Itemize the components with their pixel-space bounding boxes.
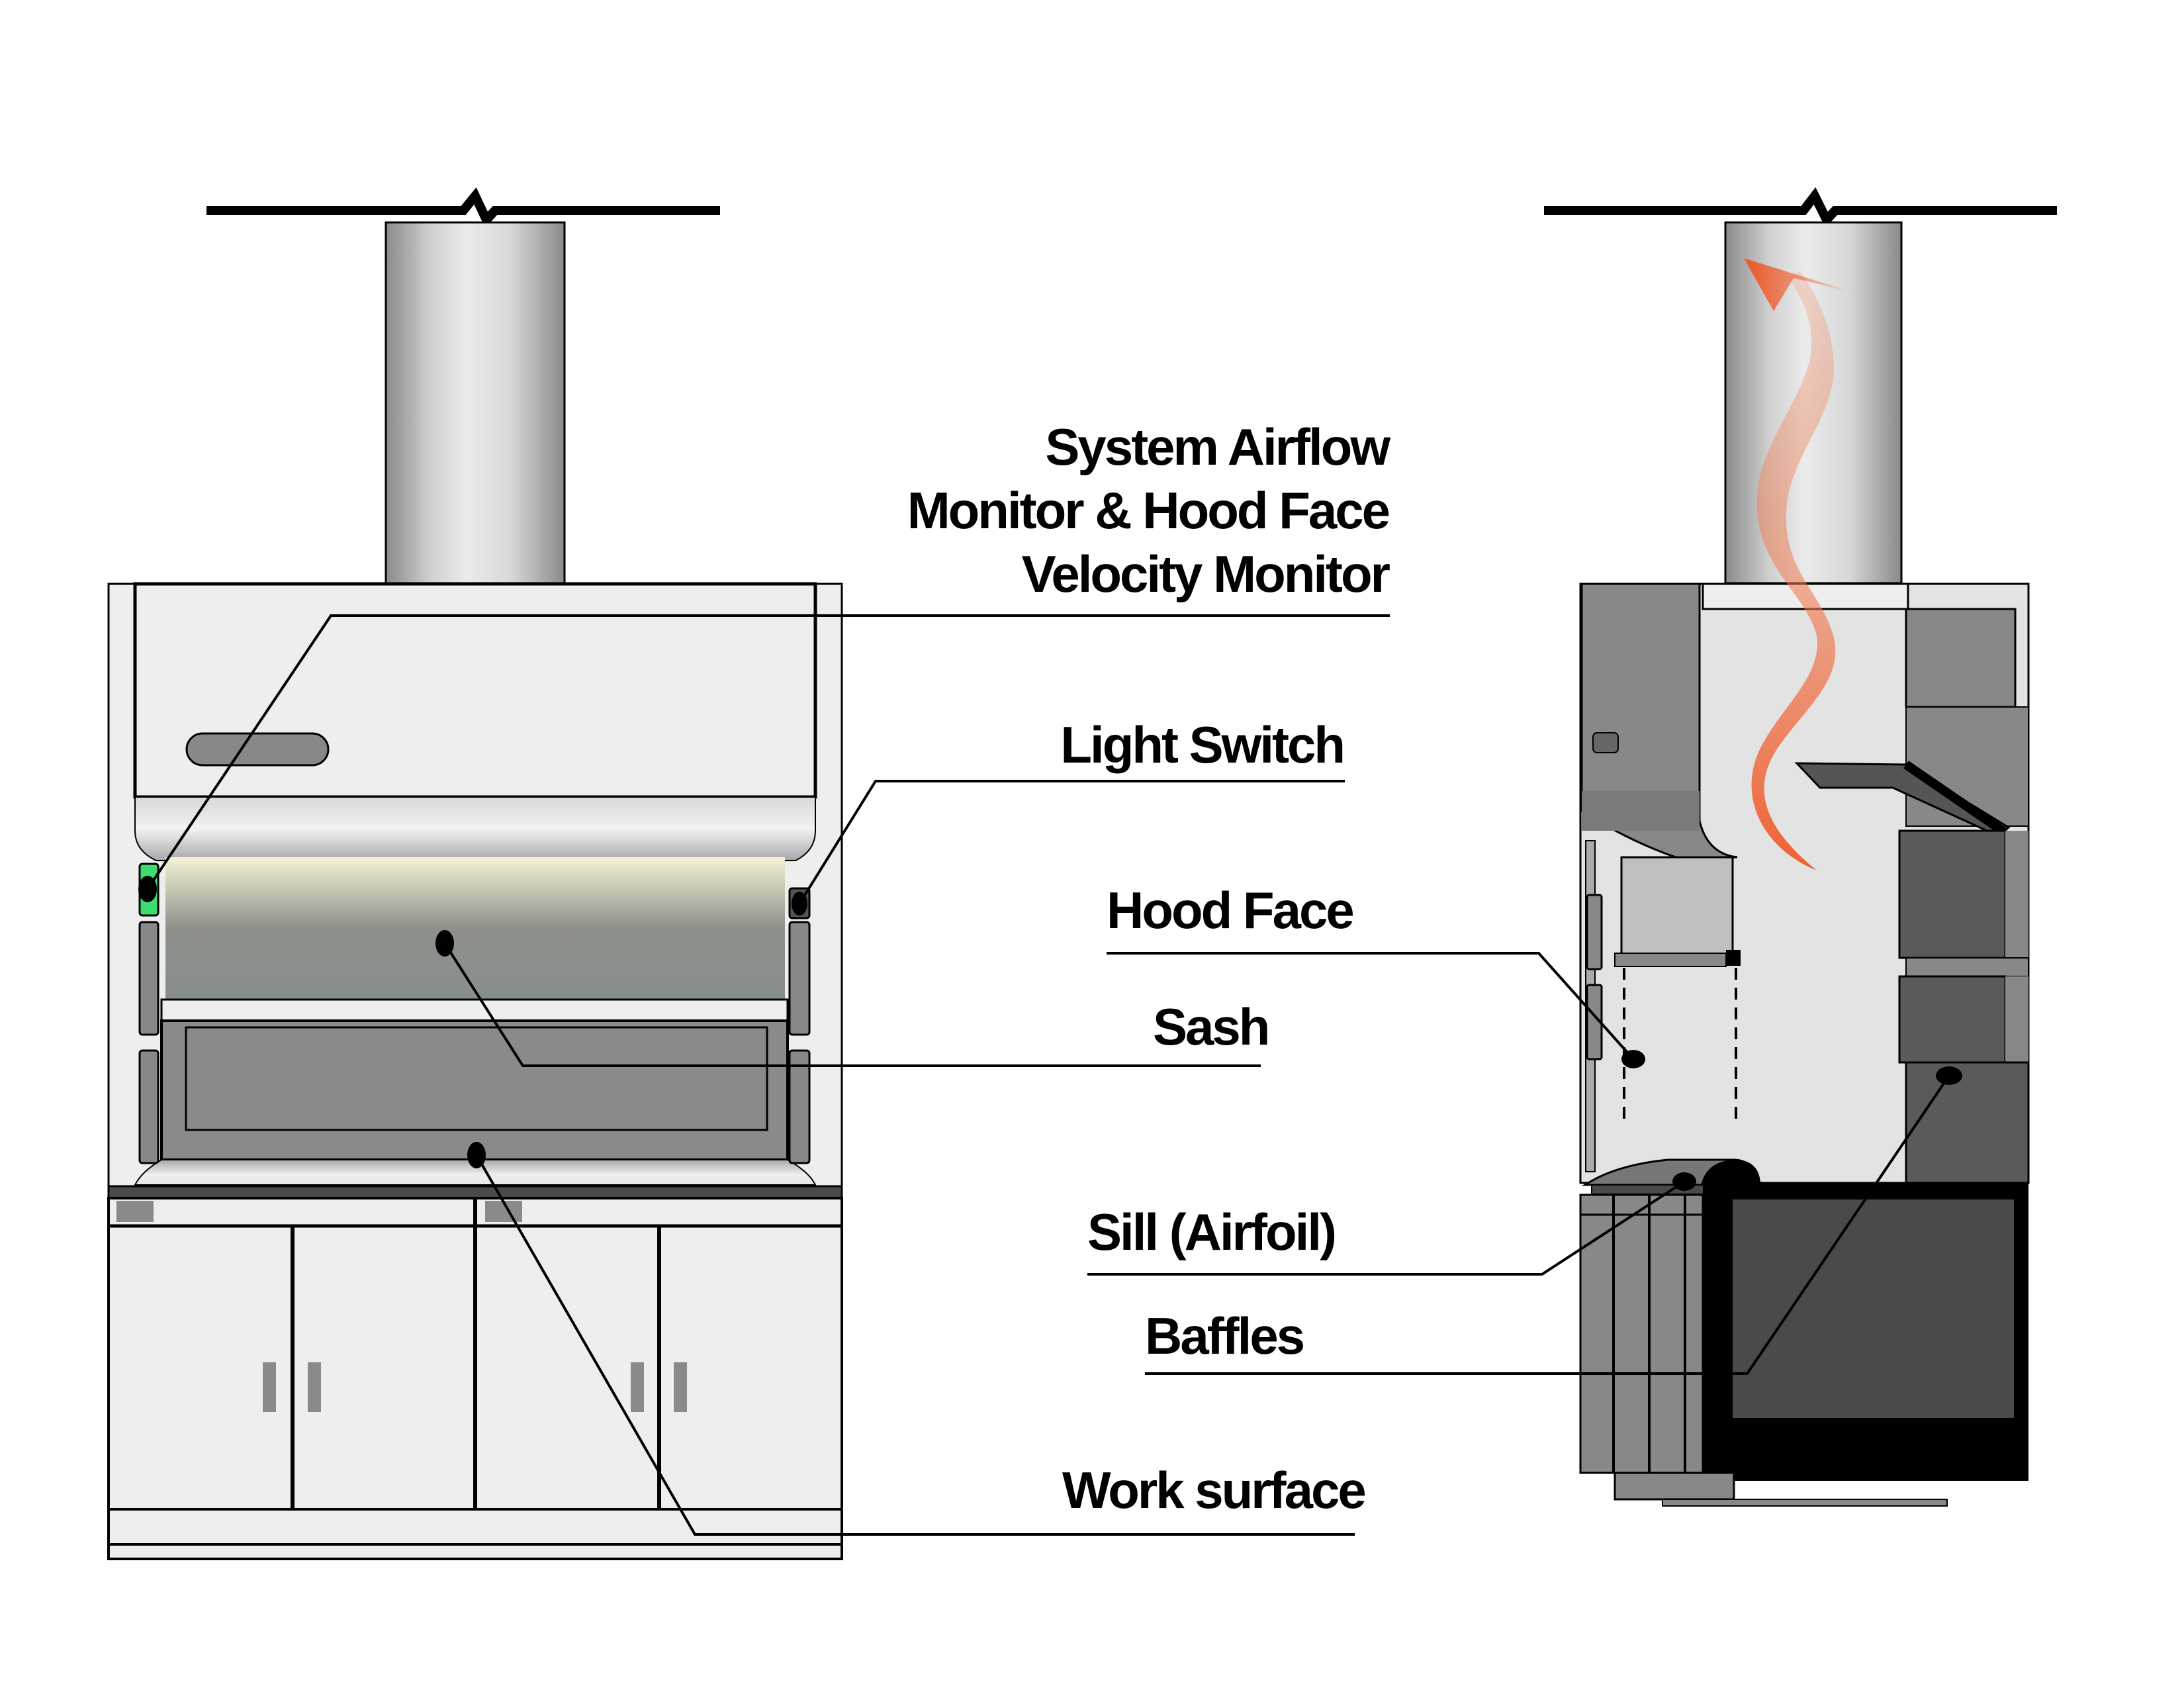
rear-baffle-lower [1898, 975, 2007, 1064]
front-panel-bevel [1582, 791, 1700, 831]
ceiling-line-right [1544, 187, 2057, 228]
exhaust-duct-left [385, 221, 566, 585]
rear-wall-lower [2005, 976, 2028, 1062]
sash-top-bevel [134, 796, 816, 861]
section-toe-kick [1614, 1472, 1735, 1501]
left-post-lower [138, 1049, 159, 1164]
label-work-surface: Work surface [1062, 1461, 1365, 1519]
label-baffles: Baffles [1145, 1307, 1304, 1365]
right-post-lower [788, 1049, 811, 1164]
label-airflow-monitor-line1: System Airflow [1045, 418, 1390, 476]
label-hood-face: Hood Face [1107, 881, 1353, 939]
label-sill: Sill (Airfoil) [1087, 1203, 1335, 1261]
sash-bottom-bevel [134, 1159, 817, 1186]
left-post-upper [138, 921, 159, 1036]
leader-dots [138, 876, 1962, 1191]
leader-sill [1087, 1180, 1686, 1276]
drawer-pull-left [116, 1201, 154, 1222]
rear-wall-mid [2005, 831, 2028, 958]
top-baffle-edge [1903, 761, 2008, 837]
upper-panel-slot [185, 732, 330, 767]
rear-baffle-upper [1898, 829, 2007, 959]
labels: System Airflow Monitor & Hood Face Veloc… [907, 418, 1393, 1519]
door-handle [263, 1362, 276, 1412]
leader-hood-face [1107, 952, 1635, 1060]
work-surface [107, 1185, 843, 1199]
sash-glass [165, 857, 785, 1000]
monitor-button [1592, 732, 1619, 753]
label-airflow-monitor-line3: Velocity Monitor [1022, 545, 1390, 603]
rear-baffle-base [1905, 1061, 2030, 1184]
rear-upper-baffle [1905, 608, 2017, 708]
front-view [107, 187, 843, 1560]
door-handle [631, 1362, 644, 1412]
label-sash: Sash [1153, 998, 1268, 1056]
rear-baffle-gap [1905, 957, 2029, 977]
leader-airflow-monitor [146, 614, 1390, 890]
airflow-arrowhead [1744, 258, 1850, 311]
leader-baffles [1145, 1074, 1950, 1375]
leader-lines [146, 614, 1950, 1536]
label-airflow-monitor-line2: Monitor & Hood Face [907, 481, 1389, 539]
door-handle [674, 1362, 687, 1412]
airflow-wave [1751, 271, 1836, 870]
right-post-upper [788, 921, 811, 1036]
sash-section-panel [1620, 856, 1734, 958]
ceiling-line-left [206, 187, 720, 228]
leader-sash [443, 942, 1261, 1067]
sash-section-handle [1614, 953, 1727, 967]
door-handle [308, 1362, 321, 1412]
label-light-switch: Light Switch [1060, 716, 1343, 774]
section-dark-cabinet-inner [1733, 1199, 2014, 1418]
front-post-handle [1586, 894, 1603, 970]
sash-section-latch [1726, 950, 1741, 966]
sash-rail [160, 998, 789, 1022]
section-floor-strip [1662, 1499, 1948, 1507]
leader-work-surface [475, 1154, 1355, 1536]
airfoil-sill-nose [1701, 1159, 1760, 1185]
sash-lower-inset [185, 1026, 768, 1131]
leader-light-switch [798, 780, 1345, 905]
cross-section-view [1544, 187, 2057, 1507]
